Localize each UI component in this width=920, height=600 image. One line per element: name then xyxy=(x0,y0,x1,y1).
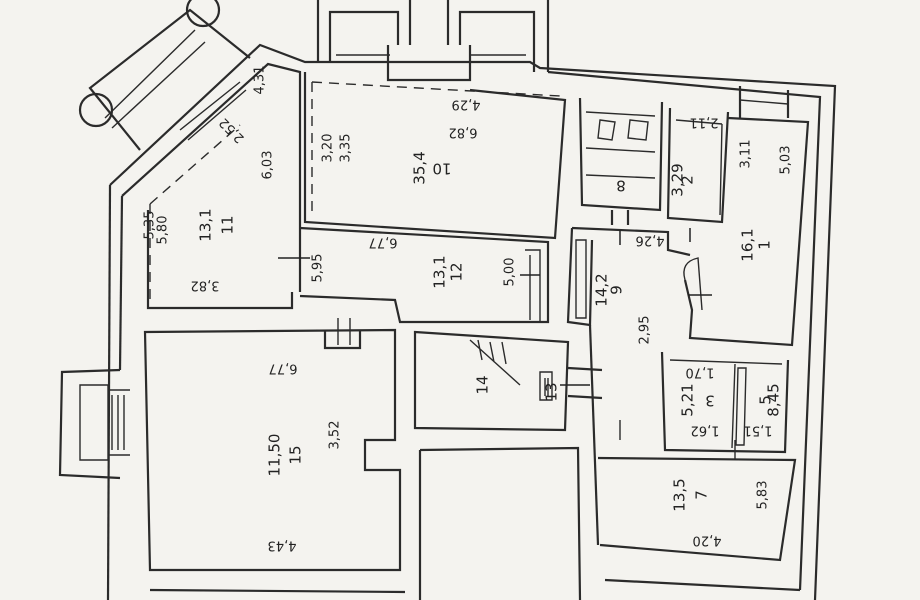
room-number-1: 1 xyxy=(756,240,774,250)
room-dimension-12-0: 6,77 xyxy=(369,235,398,250)
room-number-3: 3 xyxy=(705,392,715,410)
room-dimension-7-1: 4,20 xyxy=(693,533,722,548)
room-area-12: 13,1 xyxy=(431,255,449,288)
outer-walls xyxy=(58,0,837,600)
room-number-15: 15 xyxy=(287,445,305,464)
room-number-7: 7 xyxy=(693,490,711,500)
room-dimension-11-1: 3,82 xyxy=(191,278,220,293)
room-area-10: 35,4 xyxy=(411,151,429,184)
room-dimension-11-2: 5,80 xyxy=(156,216,171,245)
room-number-11: 11 xyxy=(219,215,237,234)
room-dimension-11-4: 6,03 xyxy=(261,151,276,180)
room-area-2: 3,29 xyxy=(669,163,687,196)
room-dimension-9-1: 2,95 xyxy=(638,316,653,345)
room-number-13: 13 xyxy=(543,382,561,401)
room-number-8: 8 xyxy=(616,177,626,195)
room-dimension-7-0: 5,83 xyxy=(756,481,771,510)
room-area-9: 14,2 xyxy=(593,273,611,306)
room-dimension-15-1: 3,52 xyxy=(328,421,343,450)
room-dimension-15-0: 6,77 xyxy=(269,361,298,376)
room-dimension-12-1: 5,00 xyxy=(503,258,518,287)
room-area-15: 11,50 xyxy=(266,434,284,477)
room-area-3: 5,21 xyxy=(679,383,697,416)
room-area-7: 13,5 xyxy=(671,478,689,511)
room-area-11: 13,1 xyxy=(197,208,215,241)
room-labels: 1113,12,523,825,805,356,034,311035,43,20… xyxy=(143,66,794,553)
room-dimension-3-0: 1,70 xyxy=(686,365,715,380)
room-dimension-10-3: 4,29 xyxy=(452,97,481,112)
room-dimension-5-0: 1,51 xyxy=(744,423,773,438)
interior-walls xyxy=(143,72,810,600)
room-dimension-2-0: 2,11 xyxy=(690,115,719,130)
room-number-12: 12 xyxy=(448,262,466,281)
room-area-1: 16,1 xyxy=(739,228,757,261)
room-number-2: 2 xyxy=(679,175,697,185)
room-dimension-11-0: 2,52 xyxy=(216,114,247,145)
room-area-5: 8,45 xyxy=(765,383,783,416)
room-dimension-10-1: 3,35 xyxy=(339,134,354,163)
room-dimension-12-2: 5,95 xyxy=(311,254,326,283)
room-dimension-10-0: 3,20 xyxy=(321,134,336,163)
room-dimension-15-2: 4,43 xyxy=(268,538,297,553)
room-dimension-3-1: 1,62 xyxy=(691,423,720,438)
room-dimension-11-5: 4,31 xyxy=(253,66,268,95)
room-dimension-9-0: 4,26 xyxy=(636,233,665,248)
room-dimension-11-3: 5,35 xyxy=(143,211,158,240)
room-dimension-10-2: 6,82 xyxy=(449,125,478,140)
dimension-marks xyxy=(278,228,712,386)
room-dimension-1-0: 3,11 xyxy=(739,140,754,169)
room-dimension-1-1: 5,03 xyxy=(779,146,794,175)
room-number-14: 14 xyxy=(474,375,492,394)
room-number-5: 5 xyxy=(757,395,775,405)
room-number-9: 9 xyxy=(608,285,626,295)
room-number-10: 10 xyxy=(432,160,451,178)
